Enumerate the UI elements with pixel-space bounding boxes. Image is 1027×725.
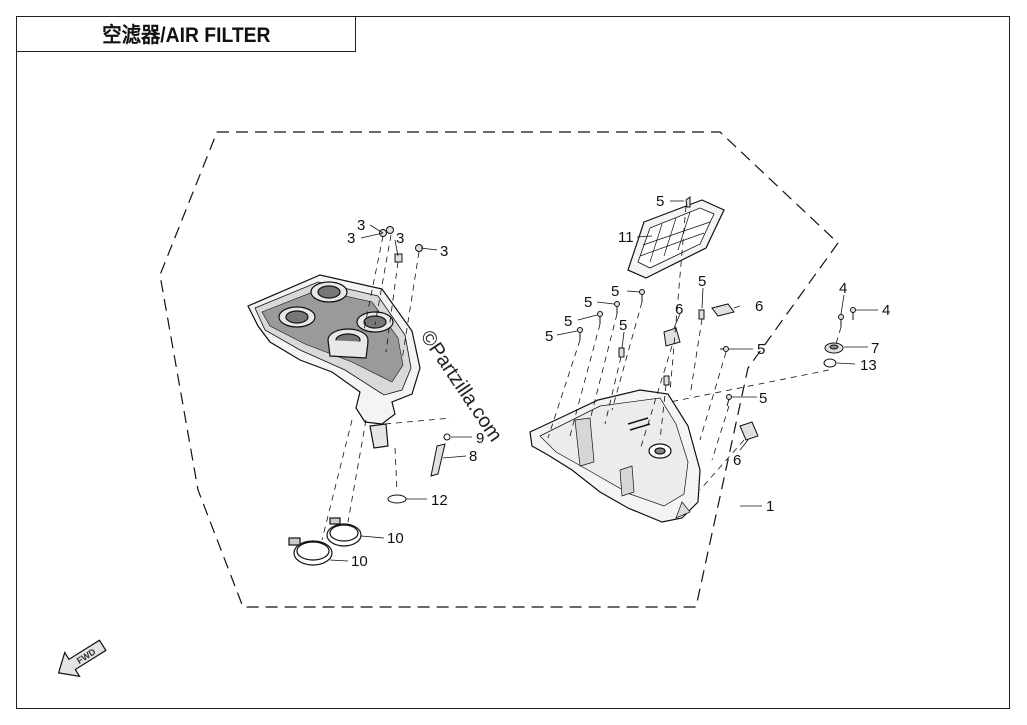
callout-10: 10 bbox=[351, 553, 368, 570]
air-box-cover bbox=[529, 389, 701, 523]
callout-labels: 3 3 3 3 5 11 5 5 5 5 5 5 6 6 5 5 6 4 4 7… bbox=[347, 193, 890, 570]
callout-10: 10 bbox=[387, 530, 404, 547]
title-box: 空滤器/AIR FILTER bbox=[16, 16, 356, 52]
alignment-lines bbox=[321, 205, 842, 541]
drawing-frame bbox=[16, 16, 1010, 709]
callout-9: 9 bbox=[476, 430, 484, 447]
callout-11: 11 bbox=[618, 229, 634, 246]
callout-5: 5 bbox=[564, 313, 572, 330]
callout-5: 5 bbox=[757, 341, 765, 358]
filter-element bbox=[627, 199, 725, 279]
callout-6: 6 bbox=[675, 301, 683, 318]
callout-5: 5 bbox=[584, 294, 592, 311]
callout-3: 3 bbox=[347, 230, 355, 247]
assembly-boundary bbox=[159, 131, 839, 608]
small-parts bbox=[379, 196, 856, 504]
callout-3: 3 bbox=[357, 217, 365, 234]
callout-1: 1 bbox=[766, 498, 774, 515]
fwd-arrow-icon: FWD bbox=[57, 639, 107, 678]
callout-5: 5 bbox=[759, 390, 767, 407]
callout-5: 5 bbox=[611, 283, 619, 300]
watermark: ©Partzilla.com bbox=[416, 326, 506, 445]
page-title: 空滤器/AIR FILTER bbox=[101, 24, 271, 47]
callout-3: 3 bbox=[440, 243, 448, 260]
callout-5: 5 bbox=[619, 317, 627, 334]
callout-13: 13 bbox=[860, 357, 877, 374]
callout-4: 4 bbox=[839, 280, 847, 297]
callout-5: 5 bbox=[656, 193, 664, 210]
callout-7: 7 bbox=[871, 340, 879, 357]
callout-5: 5 bbox=[545, 328, 553, 345]
callout-12: 12 bbox=[431, 492, 448, 509]
callout-3: 3 bbox=[396, 230, 404, 247]
callout-6: 6 bbox=[755, 298, 763, 315]
callout-8: 8 bbox=[469, 448, 477, 465]
leader-lines bbox=[329, 200, 878, 562]
hose-clamp-upper bbox=[326, 517, 362, 547]
hose-clamp-lower bbox=[288, 537, 333, 566]
callout-5: 5 bbox=[698, 273, 706, 290]
callout-6: 6 bbox=[733, 452, 741, 469]
callout-4: 4 bbox=[882, 302, 890, 319]
air-box-lower-housing bbox=[247, 274, 421, 449]
